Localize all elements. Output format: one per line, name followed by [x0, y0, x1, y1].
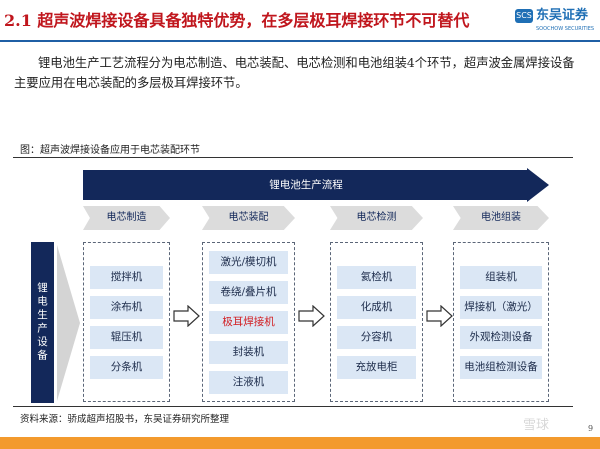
logo-text: 东吴证券 [536, 8, 589, 23]
flow-arrowhead [527, 168, 549, 202]
logo-row: SCS 东吴证券 [515, 8, 597, 24]
stage-header: 电芯制造 [83, 206, 170, 230]
stage-equipment-box: 氦检机化成机分容机充放电柜 [330, 242, 423, 402]
equipment-item: 辊压机 [90, 325, 163, 349]
figure-caption: 图：超声波焊接设备应用于电芯装配环节 [20, 145, 200, 156]
equipment-item: 搅拌机 [90, 265, 163, 289]
logo-mark-icon: SCS [515, 9, 533, 23]
stage-header: 电池组装 [453, 206, 549, 230]
highlighted-equipment-item: 极耳焊接机 [209, 310, 288, 334]
hollow-arrow-icon [426, 305, 453, 327]
source-note: 资料来源：骄成超声招股书，东吴证券研究所整理 [20, 414, 230, 425]
watermark: 雪球 [523, 418, 550, 433]
bottom-bar [0, 437, 600, 449]
side-label: 锂电生产设备 [31, 242, 54, 403]
logo: SCS 东吴证券 SOOCHOW SECURITIES [515, 8, 597, 38]
stage-header: 电芯装配 [202, 206, 295, 230]
equipment-item: 化成机 [337, 295, 416, 319]
equipment-item: 组装机 [460, 265, 542, 289]
equipment-item: 氦检机 [337, 265, 416, 289]
equipment-item: 封装机 [209, 340, 288, 364]
equipment-item: 涂布机 [90, 295, 163, 319]
side-triangle [57, 245, 80, 401]
stage-header: 电芯检测 [330, 206, 423, 230]
header-divider [0, 40, 600, 42]
equipment-item: 焊接机（激光） [460, 295, 542, 319]
equipment-item: 卷绕/叠片机 [209, 280, 288, 304]
stage-equipment-box: 组装机焊接机（激光） 外观检测设备电池组检测设备 [453, 242, 549, 402]
stage-equipment-box: 激光/模切机卷绕/叠片机极耳焊接机封装机注液机 [202, 242, 295, 402]
equipment-item: 充放电柜 [337, 355, 416, 379]
hollow-arrow-icon [173, 305, 200, 327]
equipment-item: 分容机 [337, 325, 416, 349]
equipment-item: 注液机 [209, 370, 288, 394]
page-title: 2.1 超声波焊接设备具备独特优势，在多层极耳焊接环节不可替代 [4, 11, 470, 30]
hollow-arrow-icon [298, 305, 325, 327]
equipment-item: 外观检测设备 [460, 325, 542, 349]
equipment-item: 分条机 [90, 355, 163, 379]
equipment-item: 激光/模切机 [209, 250, 288, 274]
source-divider [13, 406, 573, 407]
page-number: 9 [588, 424, 594, 433]
caption-divider [13, 157, 573, 158]
stage-equipment-box: 搅拌机涂布机辊压机分条机 [83, 242, 170, 402]
logo-subtext: SOOCHOW SECURITIES [536, 26, 595, 32]
equipment-item: 电池组检测设备 [460, 355, 542, 379]
flow-arrow: 锂电池生产流程 [83, 170, 529, 200]
body-paragraph: 锂电池生产工艺流程分为电芯制造、电芯装配、电芯检测和电池组装4个环节，超声波金属… [14, 56, 575, 90]
